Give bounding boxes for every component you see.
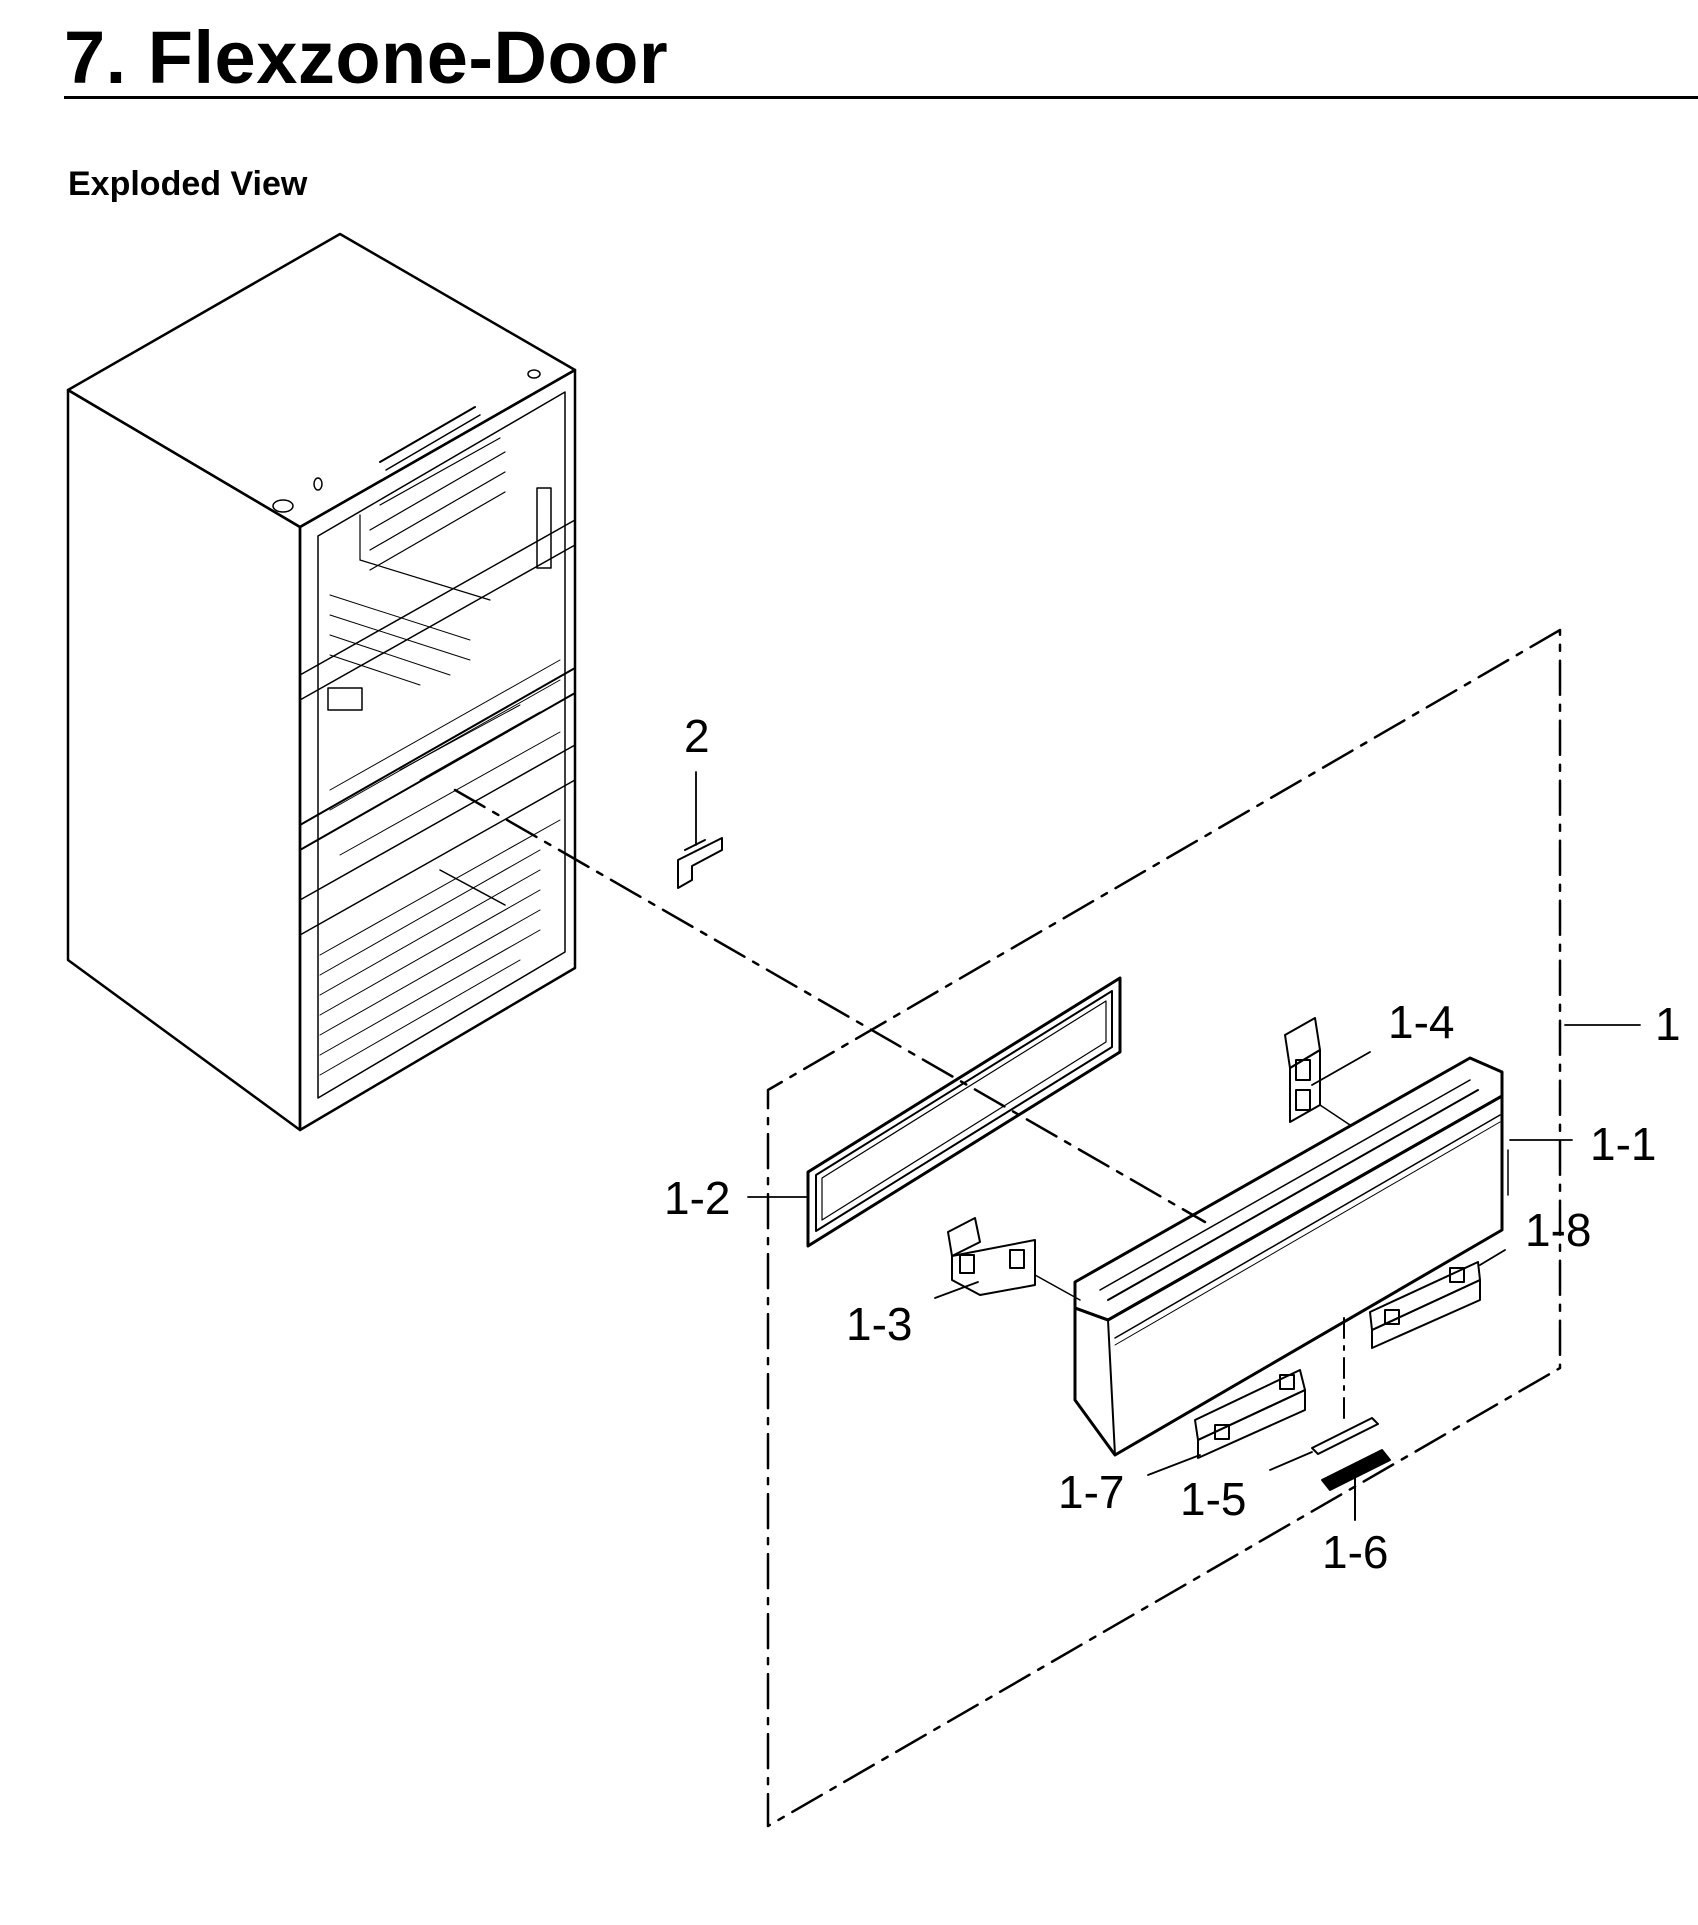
callout-2: 2	[684, 710, 710, 762]
callout-1-3: 1-3	[846, 1298, 912, 1350]
callout-1-6: 1-6	[1322, 1526, 1388, 1578]
callout-1-4: 1-4	[1388, 996, 1454, 1048]
callout-1-5: 1-5	[1180, 1473, 1246, 1525]
callout-1-7: 1-7	[1058, 1466, 1124, 1518]
callout-1-2: 1-2	[664, 1172, 730, 1224]
trim-part-1-7	[1147, 1369, 1306, 1476]
section-subtitle: Exploded View	[68, 165, 308, 203]
assembly-boundary	[766, 628, 1562, 1828]
callout-1-8: 1-8	[1525, 1204, 1591, 1256]
alignment-line	[453, 788, 1207, 1224]
gasket-part-1-2	[747, 976, 1122, 1248]
bracket-part-2	[677, 771, 723, 889]
hinge-part-1-4	[1284, 1017, 1371, 1126]
strip-part-1-5	[1269, 1317, 1379, 1471]
refrigerator-cabinet	[66, 232, 577, 1132]
trim-part-1-8	[1369, 1249, 1506, 1349]
door-body-part-1-1	[1073, 1056, 1573, 1457]
callout-1: 1	[1655, 998, 1681, 1050]
callout-1-1: 1-1	[1590, 1118, 1656, 1170]
title-rule	[64, 96, 1698, 99]
page-title: 7. Flexzone-Door	[64, 16, 669, 99]
strip-part-1-6	[1321, 1449, 1391, 1521]
hinge-part-1-3	[934, 1217, 1081, 1301]
